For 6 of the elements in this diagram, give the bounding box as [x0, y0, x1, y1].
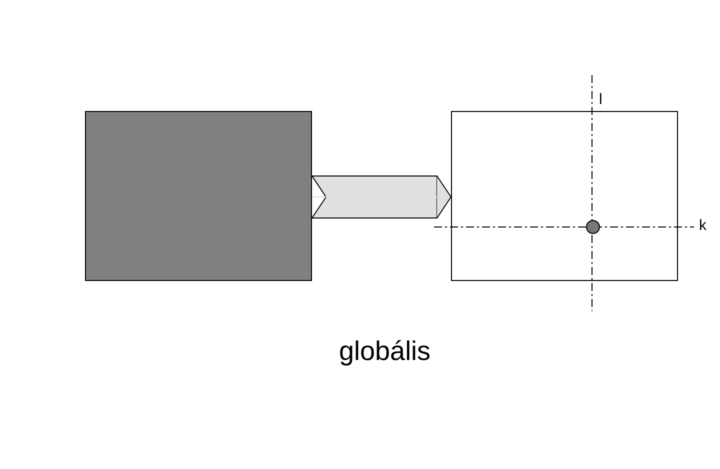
axis-label: l	[599, 92, 602, 107]
axis-label: k	[699, 218, 706, 233]
cross-section-rectangle	[451, 111, 678, 281]
caption-text: globális	[339, 338, 431, 365]
centroid-circle	[586, 220, 600, 234]
filled-rectangle	[85, 111, 312, 281]
